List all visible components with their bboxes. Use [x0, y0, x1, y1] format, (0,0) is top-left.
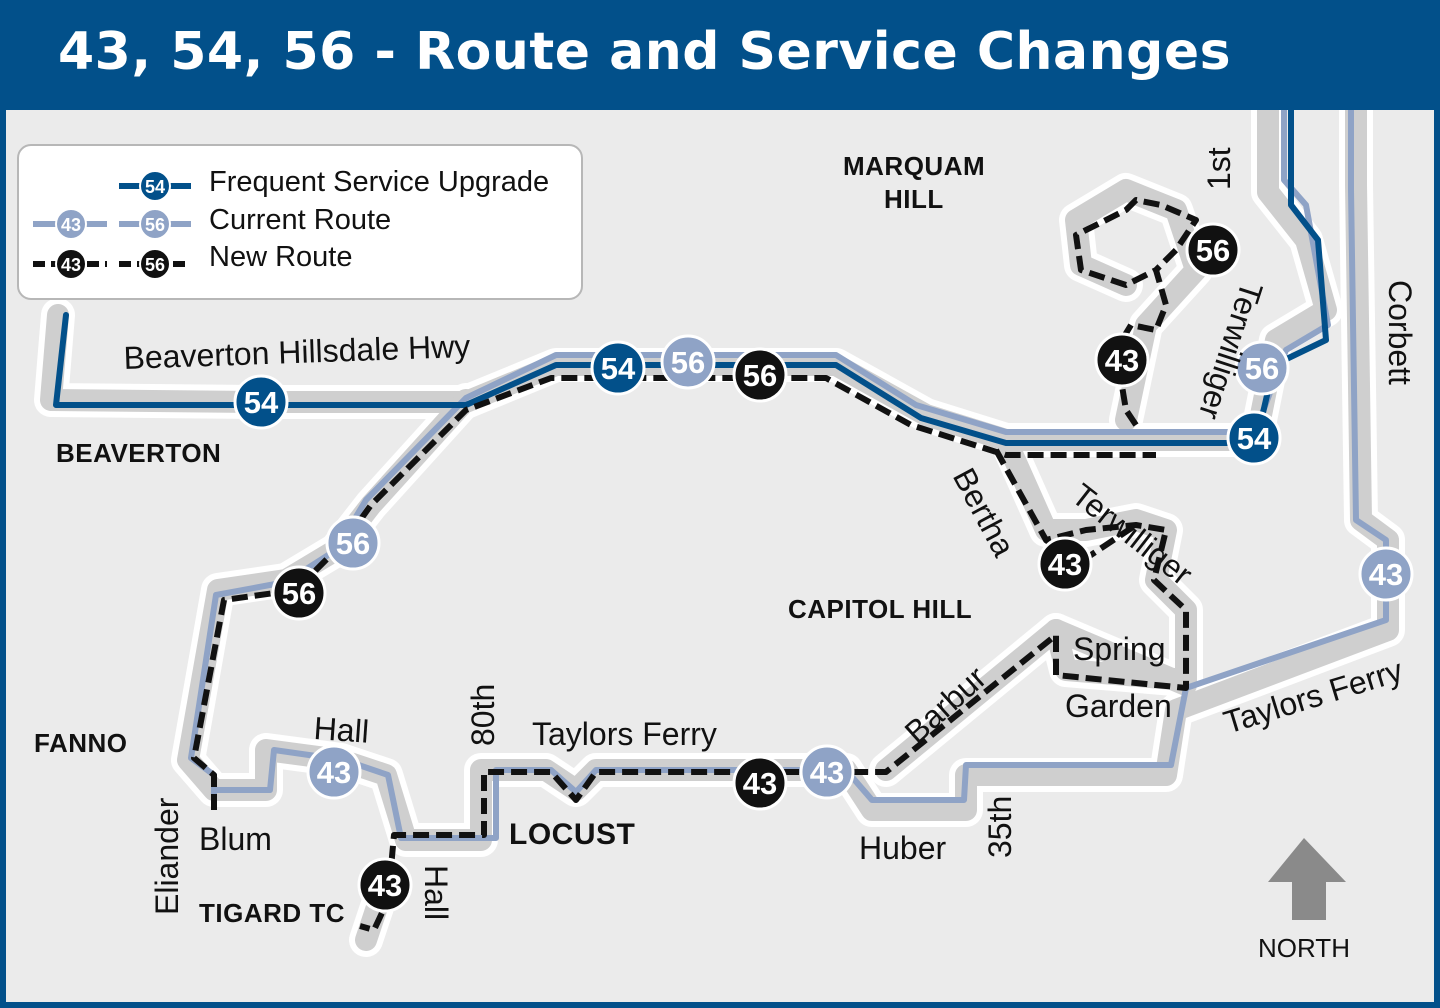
svg-text:56: 56 [145, 215, 165, 235]
street-label-hall-south: Hall [418, 865, 454, 921]
badge-56[interactable]: 56 [271, 565, 327, 621]
svg-text:43: 43 [810, 755, 844, 790]
svg-text:56: 56 [282, 576, 316, 611]
legend-label-new: New Route [209, 241, 353, 273]
svg-text:43: 43 [368, 868, 402, 903]
svg-text:43: 43 [1048, 547, 1082, 582]
badge-43[interactable]: 43 [799, 744, 855, 800]
street-label-hall-north: Hall [312, 710, 371, 750]
legend-label-frequent: Frequent Service Upgrade [209, 166, 550, 198]
svg-text:43: 43 [1105, 343, 1139, 378]
legend-frequent-swatch: 54 [119, 170, 191, 202]
street-label-35th: 35th [982, 795, 1018, 858]
badge-56[interactable]: 56 [1185, 222, 1241, 278]
badge-43[interactable]: 43 [1358, 546, 1414, 602]
street-label-taylors-ferry-west: Taylors Ferry [532, 716, 717, 752]
street-label-corbett: Corbett [1382, 280, 1418, 385]
legend: 54 43 56 43 [17, 144, 583, 300]
badge-43[interactable]: 43 [306, 744, 362, 800]
badge-56[interactable]: 56 [660, 334, 716, 390]
area-label-hill: HILL [884, 184, 944, 214]
svg-text:54: 54 [145, 177, 165, 197]
svg-text:56: 56 [743, 358, 777, 393]
street-label-eliander: Eliander [149, 797, 185, 915]
street-label-huber: Huber [859, 830, 947, 866]
badge-43[interactable]: 43 [1094, 332, 1150, 388]
street-label-spring: Spring [1073, 631, 1166, 667]
street-label-80th: 80th [465, 683, 501, 746]
legend-current-swatch: 43 56 [33, 208, 191, 240]
area-label-tigard-tc: TIGARD TC [199, 898, 346, 928]
badge-43[interactable]: 43 [357, 857, 413, 913]
svg-text:56: 56 [145, 255, 165, 275]
legend-label-current: Current Route [209, 204, 392, 236]
page-title: 43, 54, 56 - Route and Service Changes [58, 22, 1232, 82]
frequent-route-lines [53, 110, 1329, 446]
street-label-1st: 1st [1201, 147, 1237, 190]
svg-text:54: 54 [1237, 421, 1272, 456]
svg-text:43: 43 [317, 755, 351, 790]
badge-54[interactable]: 54 [1226, 410, 1282, 466]
route-badges: 54 54 54 56 56 56 56 56 56 43 43 43 43 4… [233, 222, 1414, 913]
street-label-blum: Blum [199, 821, 272, 857]
header-bar: 43, 54, 56 - Route and Service Changes [0, 0, 1440, 110]
area-label-fanno: FANNO [34, 728, 128, 758]
svg-text:56: 56 [1196, 233, 1230, 268]
svg-text:43: 43 [743, 766, 777, 801]
area-label-marquam: MARQUAM [843, 151, 986, 181]
svg-text:43: 43 [1369, 557, 1403, 592]
svg-text:43: 43 [61, 215, 81, 235]
badge-56[interactable]: 56 [325, 515, 381, 571]
badge-54[interactable]: 54 [233, 374, 289, 430]
svg-text:56: 56 [1245, 351, 1279, 386]
north-arrow [1268, 838, 1346, 920]
svg-text:56: 56 [671, 345, 705, 380]
badge-56[interactable]: 56 [732, 347, 788, 403]
route-map: 54 54 54 56 56 56 56 56 56 43 43 43 43 4… [6, 110, 1434, 1002]
north-label: NORTH [1258, 933, 1350, 963]
svg-text:43: 43 [61, 255, 81, 275]
badge-56[interactable]: 56 [1234, 340, 1290, 396]
svg-text:54: 54 [244, 385, 279, 420]
area-label-beaverton: BEAVERTON [56, 438, 222, 468]
legend-new-swatch: 43 56 [33, 248, 191, 280]
street-label-garden: Garden [1065, 688, 1172, 724]
svg-text:56: 56 [336, 526, 370, 561]
area-label-locust: LOCUST [509, 818, 636, 851]
badge-43[interactable]: 43 [732, 755, 788, 811]
badge-43[interactable]: 43 [1037, 536, 1093, 592]
svg-text:54: 54 [601, 351, 636, 386]
badge-54[interactable]: 54 [590, 340, 646, 396]
area-label-capitol-hill: CAPITOL HILL [788, 594, 973, 624]
